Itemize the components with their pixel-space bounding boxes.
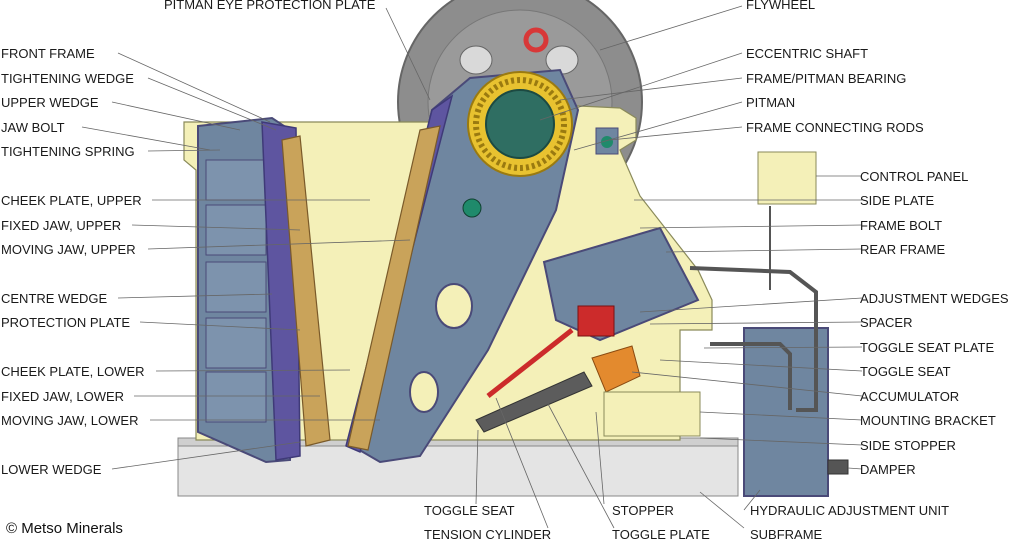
label-frame-connecting-rods: FRAME CONNECTING RODS — [746, 120, 924, 135]
flywheel-lifting-eye — [523, 27, 549, 53]
label-jaw-bolt: JAW BOLT — [1, 120, 65, 135]
label-fixed-jaw-lower: FIXED JAW, LOWER — [1, 389, 125, 404]
damper — [827, 459, 849, 475]
label-stopper: STOPPER — [612, 503, 674, 518]
accumulator — [591, 345, 641, 393]
label-lower-wedge: LOWER WEDGE — [1, 462, 102, 477]
toggle-plate — [475, 371, 593, 433]
label-toggle-seat-plate: TOGGLE SEAT PLATE — [860, 340, 995, 355]
label-upper-wedge: UPPER WEDGE — [1, 95, 99, 110]
label-toggle-seat: TOGGLE SEAT — [860, 364, 951, 379]
label-frame-pitman-bearing: FRAME/PITMAN BEARING — [746, 71, 907, 86]
copyright-notice: © Metso Minerals — [6, 520, 123, 537]
label-centre-wedge: CENTRE WEDGE — [1, 291, 108, 306]
label-eccentric-shaft: ECCENTRIC SHAFT — [746, 46, 869, 61]
label-pitman-eye-protection-plate: PITMAN EYE PROTECTION PLATE — [164, 0, 376, 12]
tension-rod — [486, 328, 574, 398]
fixed-jaw — [281, 135, 331, 447]
label-side-plate: SIDE PLATE — [860, 193, 935, 208]
label-fixed-jaw-upper: FIXED JAW, UPPER — [1, 218, 122, 233]
label-cheek-plate-lower: CHEEK PLATE, LOWER — [1, 364, 145, 379]
label-cheek-plate-upper: CHEEK PLATE, UPPER — [1, 193, 142, 208]
spacer — [577, 305, 615, 337]
control-panel — [757, 151, 817, 205]
eccentric-shaft — [485, 89, 555, 159]
label-damper: DAMPER — [860, 462, 916, 477]
label-rear-frame: REAR FRAME — [860, 242, 946, 257]
label-pitman: PITMAN — [746, 95, 796, 110]
label-tightening-spring: TIGHTENING SPRING — [1, 144, 135, 159]
label-moving-jaw-upper: MOVING JAW, UPPER — [1, 242, 136, 257]
label-tightening-wedge: TIGHTENING WEDGE — [1, 71, 134, 86]
label-subframe: SUBFRAME — [750, 527, 823, 542]
label-tension-cylinder: TENSION CYLINDER — [424, 527, 552, 542]
label-moving-jaw-lower: MOVING JAW, LOWER — [1, 413, 139, 428]
label-control-panel: CONTROL PANEL — [860, 169, 969, 184]
label-spacer: SPACER — [860, 315, 913, 330]
label-toggle-seat-bottom: TOGGLE SEAT — [424, 503, 515, 518]
label-flywheel: FLYWHEEL — [746, 0, 816, 12]
label-mounting-bracket: MOUNTING BRACKET — [860, 413, 996, 428]
mounting-bracket — [603, 391, 701, 437]
moving-jaw — [347, 125, 441, 451]
label-protection-plate: PROTECTION PLATE — [1, 315, 131, 330]
label-side-stopper: SIDE STOPPER — [860, 438, 956, 453]
label-frame-bolt: FRAME BOLT — [860, 218, 943, 233]
label-toggle-plate: TOGGLE PLATE — [612, 527, 710, 542]
label-adjustment-wedges: ADJUSTMENT WEDGES — [860, 291, 1009, 306]
label-front-frame: FRONT FRAME — [1, 46, 95, 61]
label-hydraulic-adjustment-unit: HYDRAULIC ADJUSTMENT UNIT — [750, 503, 950, 518]
label-accumulator: ACCUMULATOR — [860, 389, 960, 404]
